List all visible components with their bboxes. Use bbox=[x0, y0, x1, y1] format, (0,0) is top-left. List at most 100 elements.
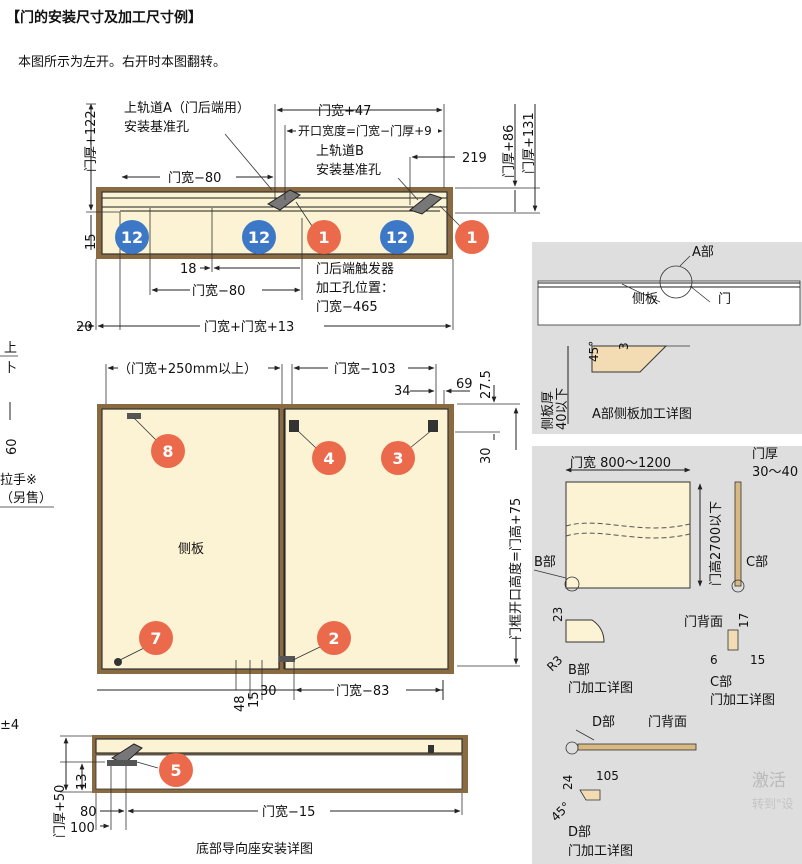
marker-12-a: 12 bbox=[115, 220, 149, 254]
part-d-detail-caption: 门加工详图 bbox=[568, 844, 633, 859]
rail-b-hole-label: 安装基准孔 bbox=[316, 163, 381, 178]
dim-20: 20 bbox=[76, 320, 93, 335]
side-thick-limit: 40以下 bbox=[555, 387, 570, 430]
dim-door-width-minus83: 门宽−83 bbox=[336, 683, 389, 699]
angle-45: 45° bbox=[587, 341, 601, 362]
svg-text:8: 8 bbox=[162, 442, 173, 461]
bottom-view-caption: 底部导向座安装详图 bbox=[196, 841, 313, 857]
dim-105: 105 bbox=[596, 769, 619, 783]
dim-80: 80 bbox=[80, 805, 97, 820]
handle-note: 拉手※ bbox=[0, 473, 37, 488]
marker-1-a: 1 bbox=[307, 220, 341, 254]
dim-door-width-minus15: 门宽−15 bbox=[262, 804, 315, 820]
svg-text:5: 5 bbox=[170, 761, 181, 780]
dim-219: 219 bbox=[462, 151, 487, 166]
side-thick-label: 侧板厚 bbox=[541, 391, 556, 430]
trigger-hole-label: 加工孔位置： bbox=[316, 281, 394, 296]
door-back-d-label: 门背面 bbox=[648, 715, 687, 730]
dim-door-thick-plus131: 门厚+131 bbox=[522, 112, 537, 174]
door-label: 门 bbox=[718, 292, 731, 307]
svg-text:12: 12 bbox=[121, 228, 143, 247]
part-a-panel bbox=[532, 242, 802, 434]
dim-15: 15 bbox=[84, 233, 99, 250]
left-cut-60: 60 bbox=[5, 438, 20, 455]
dim-15b: 15 bbox=[247, 691, 262, 708]
marker-5: 5 bbox=[159, 753, 193, 787]
dim-27-5: 27.5 bbox=[479, 370, 494, 399]
dim-door-width-minus80-top: 门宽−80 bbox=[168, 170, 221, 186]
svg-text:12: 12 bbox=[248, 228, 270, 247]
marker-4: 4 bbox=[312, 441, 346, 475]
dim-30-bottom: 30 bbox=[260, 684, 277, 699]
marker-8: 8 bbox=[151, 434, 185, 468]
dim-opening-width: 开口宽度=门宽−门厚+9 bbox=[298, 123, 432, 138]
front-view: （门宽+250mm以上） 门宽−103 34 69 27.5 30 门框开口高度… bbox=[0, 341, 524, 733]
dim-18: 18 bbox=[180, 262, 197, 277]
bottom-view: 门厚+50 13 80 100 门宽−15 底部导向座安装详图 bbox=[53, 735, 468, 857]
left-cut-pm4: ±4 bbox=[0, 718, 19, 733]
dim-15c: 15 bbox=[750, 653, 765, 667]
orientation-note: 本图所示为左开。右开时本图翻转。 bbox=[18, 55, 226, 70]
part-c-detail-title: C部 bbox=[710, 675, 732, 690]
part-a-label: A部 bbox=[692, 245, 714, 260]
part-b-label: B部 bbox=[534, 555, 556, 570]
dim-30-right: 30 bbox=[479, 447, 494, 464]
hardware-2 bbox=[279, 656, 295, 662]
dim-door-width-plus250: （门宽+250mm以上） bbox=[118, 361, 257, 377]
svg-text:1: 1 bbox=[466, 228, 477, 247]
svg-text:4: 4 bbox=[323, 449, 334, 468]
marker-12-c: 12 bbox=[380, 220, 414, 254]
dim-door-width-plus13: 门宽+门宽+13 bbox=[204, 319, 294, 335]
trigger-label: 门后端触发器 bbox=[316, 261, 394, 277]
svg-text:2: 2 bbox=[328, 629, 339, 648]
door-panel bbox=[284, 408, 449, 670]
side-panel-label: 侧板 bbox=[178, 542, 204, 557]
door-back-label: 门背面 bbox=[684, 615, 723, 630]
dim-24: 24 bbox=[561, 775, 575, 790]
dim-3: 3 bbox=[617, 342, 631, 350]
trigger-dim: 门宽−465 bbox=[316, 299, 378, 315]
dim-door-width-minus103: 门宽−103 bbox=[334, 361, 396, 377]
dim-door-width-plus47: 门宽+47 bbox=[318, 103, 371, 119]
activation-watermark-sub: 转到"设 bbox=[752, 796, 794, 811]
part-d-detail-title: D部 bbox=[568, 825, 591, 840]
dim-17: 17 bbox=[737, 613, 751, 628]
markers: 12 12 1 12 1 8 4 3 7 2 5 bbox=[115, 201, 489, 787]
hardware-8 bbox=[127, 413, 141, 419]
rail-b-label: 上轨道B bbox=[316, 144, 364, 159]
svg-text:1: 1 bbox=[318, 228, 329, 247]
door-thick-label: 门厚 bbox=[752, 447, 778, 462]
marker-2: 2 bbox=[317, 621, 351, 655]
dim-door-thick-plus122: 门厚+122 bbox=[84, 110, 99, 172]
marker-7: 7 bbox=[139, 621, 173, 655]
part-c-detail-caption: 门加工详图 bbox=[710, 693, 775, 708]
part-c-label: C部 bbox=[746, 555, 768, 570]
rail-a-label: 上轨道A（门后端用） bbox=[124, 101, 250, 116]
side-board-label: 侧板 bbox=[632, 292, 658, 307]
dim-door-thick-plus50: 门厚+50 bbox=[53, 785, 68, 838]
marker-1-b: 1 bbox=[455, 220, 489, 254]
dim-6: 6 bbox=[710, 653, 718, 667]
dim-100: 100 bbox=[70, 821, 95, 836]
dim-door-thick-plus86: 门厚+86 bbox=[502, 125, 517, 178]
door-height: 门高2700以下 bbox=[708, 501, 724, 586]
svg-text:7: 7 bbox=[150, 629, 161, 648]
dim-23: 23 bbox=[551, 607, 565, 622]
part-a-detail: A部 侧板 门 45° 3 侧板厚 40以下 A部侧板加工详图 bbox=[537, 245, 801, 430]
side-panel bbox=[101, 408, 280, 670]
dim-69: 69 bbox=[456, 377, 473, 392]
activation-watermark: 激活 bbox=[752, 771, 786, 791]
hardware-4 bbox=[289, 420, 299, 432]
door-width-range: 门宽 800～1200 bbox=[570, 455, 671, 471]
dim-48: 48 bbox=[233, 695, 248, 712]
part-a-detail-caption: A部侧板加工详图 bbox=[592, 407, 692, 422]
part-d-label: D部 bbox=[592, 715, 615, 730]
dim-door-width-minus80-bottom: 门宽−80 bbox=[192, 283, 245, 299]
left-cut-text-1: 上 bbox=[4, 341, 17, 356]
door-thick-range: 30～40 bbox=[752, 465, 798, 480]
left-cut-text-2: 卜 bbox=[4, 361, 17, 376]
svg-text:12: 12 bbox=[386, 228, 408, 247]
dim-13: 13 bbox=[75, 773, 90, 790]
